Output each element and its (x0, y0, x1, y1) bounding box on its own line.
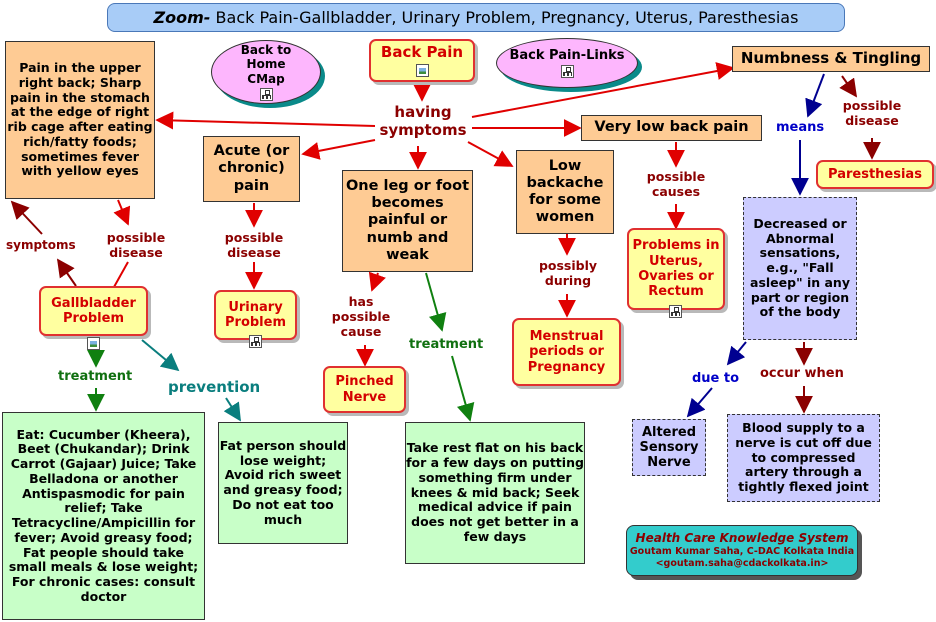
node-problems-uterus[interactable]: Problems in Uterus, Ovaries or Rectum (627, 228, 725, 318)
node-back-pain-links-label: Back Pain-Links (509, 47, 625, 63)
node-back-pain-links[interactable]: Back Pain-Links (496, 38, 638, 88)
node-urinary[interactable]: Urinary Problem (214, 290, 297, 348)
image-icon[interactable] (415, 63, 429, 77)
title-zoom: Zoom- (153, 8, 211, 27)
node-one-leg-label: One leg or foot becomes painful or numb … (345, 178, 470, 263)
footer-card: Health Care Knowledge System Goutam Kuma… (626, 525, 858, 576)
link-means: means (776, 120, 825, 135)
concept-map-icon[interactable] (560, 65, 574, 79)
node-take-rest-label: Take rest flat on his back for a few day… (406, 440, 584, 544)
node-very-low[interactable]: Very low back pain (581, 115, 762, 141)
link-occur-when: occur when (760, 366, 844, 381)
node-blood-supply-label: Blood supply to a nerve is cut off due t… (735, 420, 872, 495)
node-back-pain[interactable]: Back Pain (369, 39, 475, 82)
node-one-leg[interactable]: One leg or foot becomes painful or numb … (342, 170, 473, 272)
link-has-possible-cause: has possible cause (331, 294, 391, 339)
node-decreased-label: Decreased or Abnormal sensations, e.g., … (750, 215, 850, 320)
link-possibly-during: possibly during (538, 258, 598, 288)
node-pinched-nerve[interactable]: Pinched Nerve (323, 366, 406, 413)
link-possible-causes: possible causes (646, 169, 706, 199)
footer-author: Goutam Kumar Saha, C-DAC Kolkata India (629, 546, 855, 558)
node-eat-label: Eat: Cucumber (Kheera), Beet (Chukandar)… (8, 426, 199, 604)
node-urinary-label: Urinary Problem (225, 299, 286, 330)
node-back-to-home-label: Back to Home CMap (240, 43, 292, 86)
image-icon[interactable] (87, 337, 100, 350)
node-pinched-nerve-label: Pinched Nerve (335, 374, 394, 405)
node-low-backache[interactable]: Low backache for some women (516, 150, 614, 234)
node-numbness-label: Numbness & Tingling (740, 49, 922, 68)
link-possible-disease-1: possible disease (106, 230, 166, 260)
node-paresthesias-label: Paresthesias (828, 166, 922, 182)
node-decreased[interactable]: Decreased or Abnormal sensations, e.g., … (743, 197, 857, 340)
link-treatment-2: treatment (409, 337, 484, 352)
node-blood-supply[interactable]: Blood supply to a nerve is cut off due t… (727, 414, 880, 502)
node-take-rest[interactable]: Take rest flat on his back for a few day… (405, 422, 585, 564)
node-gallbladder-label: Gallbladder Problem (51, 295, 136, 326)
concept-map-icon[interactable] (259, 87, 273, 101)
node-menstrual-label: Menstrual periods or Pregnancy (527, 329, 606, 375)
node-numbness-tingling[interactable]: Numbness & Tingling (732, 46, 930, 72)
footer-email: <goutam.saha@cdackolkata.in> (655, 558, 829, 569)
node-paresthesias[interactable]: Paresthesias (816, 160, 934, 189)
concept-map-icon[interactable] (669, 305, 682, 318)
footer-title: Health Care Knowledge System (635, 531, 849, 546)
title-bar: Zoom- Back Pain-Gallbladder, Urinary Pro… (107, 3, 845, 32)
node-very-low-label: Very low back pain (594, 119, 749, 136)
node-menstrual[interactable]: Menstrual periods or Pregnancy (512, 318, 621, 386)
node-gallbladder[interactable]: Gallbladder Problem (39, 286, 148, 350)
link-prevention: prevention (168, 378, 261, 396)
node-altered-label: Altered Sensory Nerve (639, 424, 699, 471)
node-low-backache-label: Low backache for some women (526, 157, 604, 226)
node-acute-chronic[interactable]: Acute (or chronic) pain (203, 136, 300, 202)
link-due-to: due to (692, 371, 740, 386)
node-altered[interactable]: Altered Sensory Nerve (632, 419, 706, 476)
node-acute-chronic-label: Acute (or chronic) pain (213, 143, 290, 194)
concept-map-icon[interactable] (249, 335, 262, 348)
node-back-to-home[interactable]: Back to Home CMap (211, 40, 321, 104)
link-treatment-1: treatment (58, 369, 133, 384)
node-upper-right-back-label: Pain in the upper right back; Sharp pain… (7, 60, 153, 179)
node-problems-uterus-label: Problems in Uterus, Ovaries or Rectum (632, 238, 720, 300)
link-symptoms: symptoms (6, 238, 76, 252)
node-upper-right-back[interactable]: Pain in the upper right back; Sharp pain… (5, 41, 155, 199)
node-fat-person-label: Fat person should lose weight; Avoid ric… (219, 437, 347, 527)
node-back-pain-label: Back Pain (380, 43, 464, 62)
link-possible-disease-3: possible disease (842, 98, 902, 128)
link-having-symptoms: having symptoms (379, 103, 467, 139)
node-eat[interactable]: Eat: Cucumber (Kheera), Beet (Chukandar)… (2, 412, 205, 620)
title-text: Back Pain-Gallbladder, Urinary Problem, … (210, 8, 799, 27)
node-fat-person[interactable]: Fat person should lose weight; Avoid ric… (218, 422, 348, 544)
link-possible-disease-2: possible disease (224, 230, 284, 260)
